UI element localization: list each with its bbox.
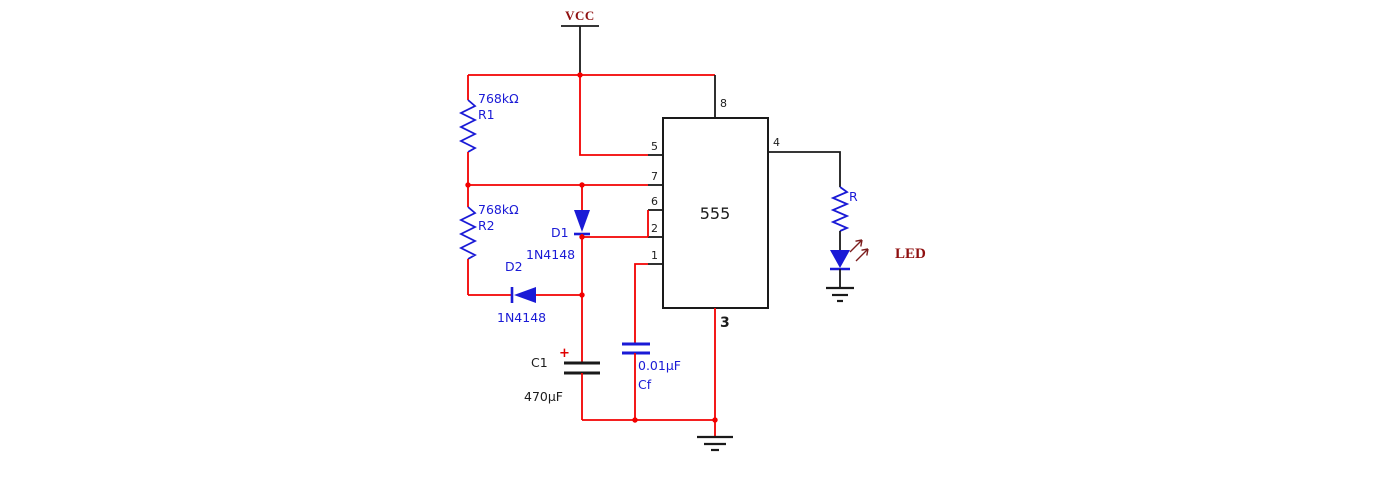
diode-d1: D1 1N4148 <box>526 185 590 363</box>
led-resistor-zigzag <box>830 186 850 232</box>
power-rails <box>468 74 716 421</box>
r1-value-label: 768kΩ <box>478 91 519 106</box>
pin5-wire <box>579 75 648 156</box>
led-resistor-name-label: R <box>849 189 858 204</box>
led-name-label: LED <box>895 246 926 262</box>
r1-name-label: R1 <box>478 107 495 122</box>
r2-zigzag <box>458 206 478 260</box>
vcc-label: VCC <box>565 8 595 23</box>
d2-name-label: D2 <box>505 259 523 274</box>
r2-name-label: R2 <box>478 218 495 233</box>
junction-r1-r2 <box>465 182 471 188</box>
pin-2-number: 2 <box>651 222 658 235</box>
resistor-r2: 768kΩ R2 <box>458 202 519 295</box>
led-output-branch: R LED <box>768 151 926 303</box>
r1-zigzag <box>458 99 478 153</box>
d1-name-label: D1 <box>551 225 569 240</box>
led-light-arrow-1 <box>849 239 863 253</box>
cf-value-label: 0.01µF <box>638 358 681 373</box>
pin-1-number: 1 <box>651 249 658 262</box>
pin3-ground-branch <box>697 308 733 452</box>
led-light-arrow-2 <box>855 248 869 262</box>
pin-5-number: 5 <box>651 140 658 153</box>
pin-3-number: 3 <box>720 315 730 331</box>
pin-4-number: 4 <box>773 136 780 149</box>
vcc-supply: VCC <box>561 8 599 75</box>
junction-cf-rail <box>632 417 638 423</box>
d2-triangle <box>514 287 536 303</box>
trigger-threshold-wiring <box>582 210 649 344</box>
diode-d2: D2 1N4148 <box>468 259 582 325</box>
d2-part-label: 1N4148 <box>497 310 546 325</box>
pin-7-number: 7 <box>651 170 658 183</box>
d1-triangle <box>574 210 590 232</box>
led-triangle <box>830 250 850 268</box>
capacitor-cf: 0.01µF Cf <box>622 342 681 420</box>
junction-d2-c1 <box>579 292 585 298</box>
junction-pin7-d1 <box>579 182 585 188</box>
cf-name-label: Cf <box>638 377 652 392</box>
ic-555: 555 8 5 7 6 2 1 4 3 <box>648 97 780 331</box>
junction-vcc-rail <box>577 72 583 78</box>
junction-pin3-rail <box>712 417 718 423</box>
resistor-r1: 768kΩ R1 <box>458 75 519 207</box>
c1-polarity-mark: + <box>559 346 570 361</box>
pin-6-number: 6 <box>651 195 658 208</box>
pin-8-number: 8 <box>720 97 727 110</box>
junction-pin2-node <box>579 234 585 240</box>
pin4-wire <box>768 151 841 187</box>
r2-value-label: 768kΩ <box>478 202 519 217</box>
ic-label: 555 <box>700 204 731 223</box>
junction-dots <box>465 72 718 423</box>
capacitor-c1: + C1 470µF <box>524 346 600 420</box>
d1-part-label: 1N4148 <box>526 247 575 262</box>
c1-value-label: 470µF <box>524 389 563 404</box>
ic-body <box>662 117 769 309</box>
c1-name-label: C1 <box>531 355 548 370</box>
pin1-cf-wire <box>634 263 648 344</box>
